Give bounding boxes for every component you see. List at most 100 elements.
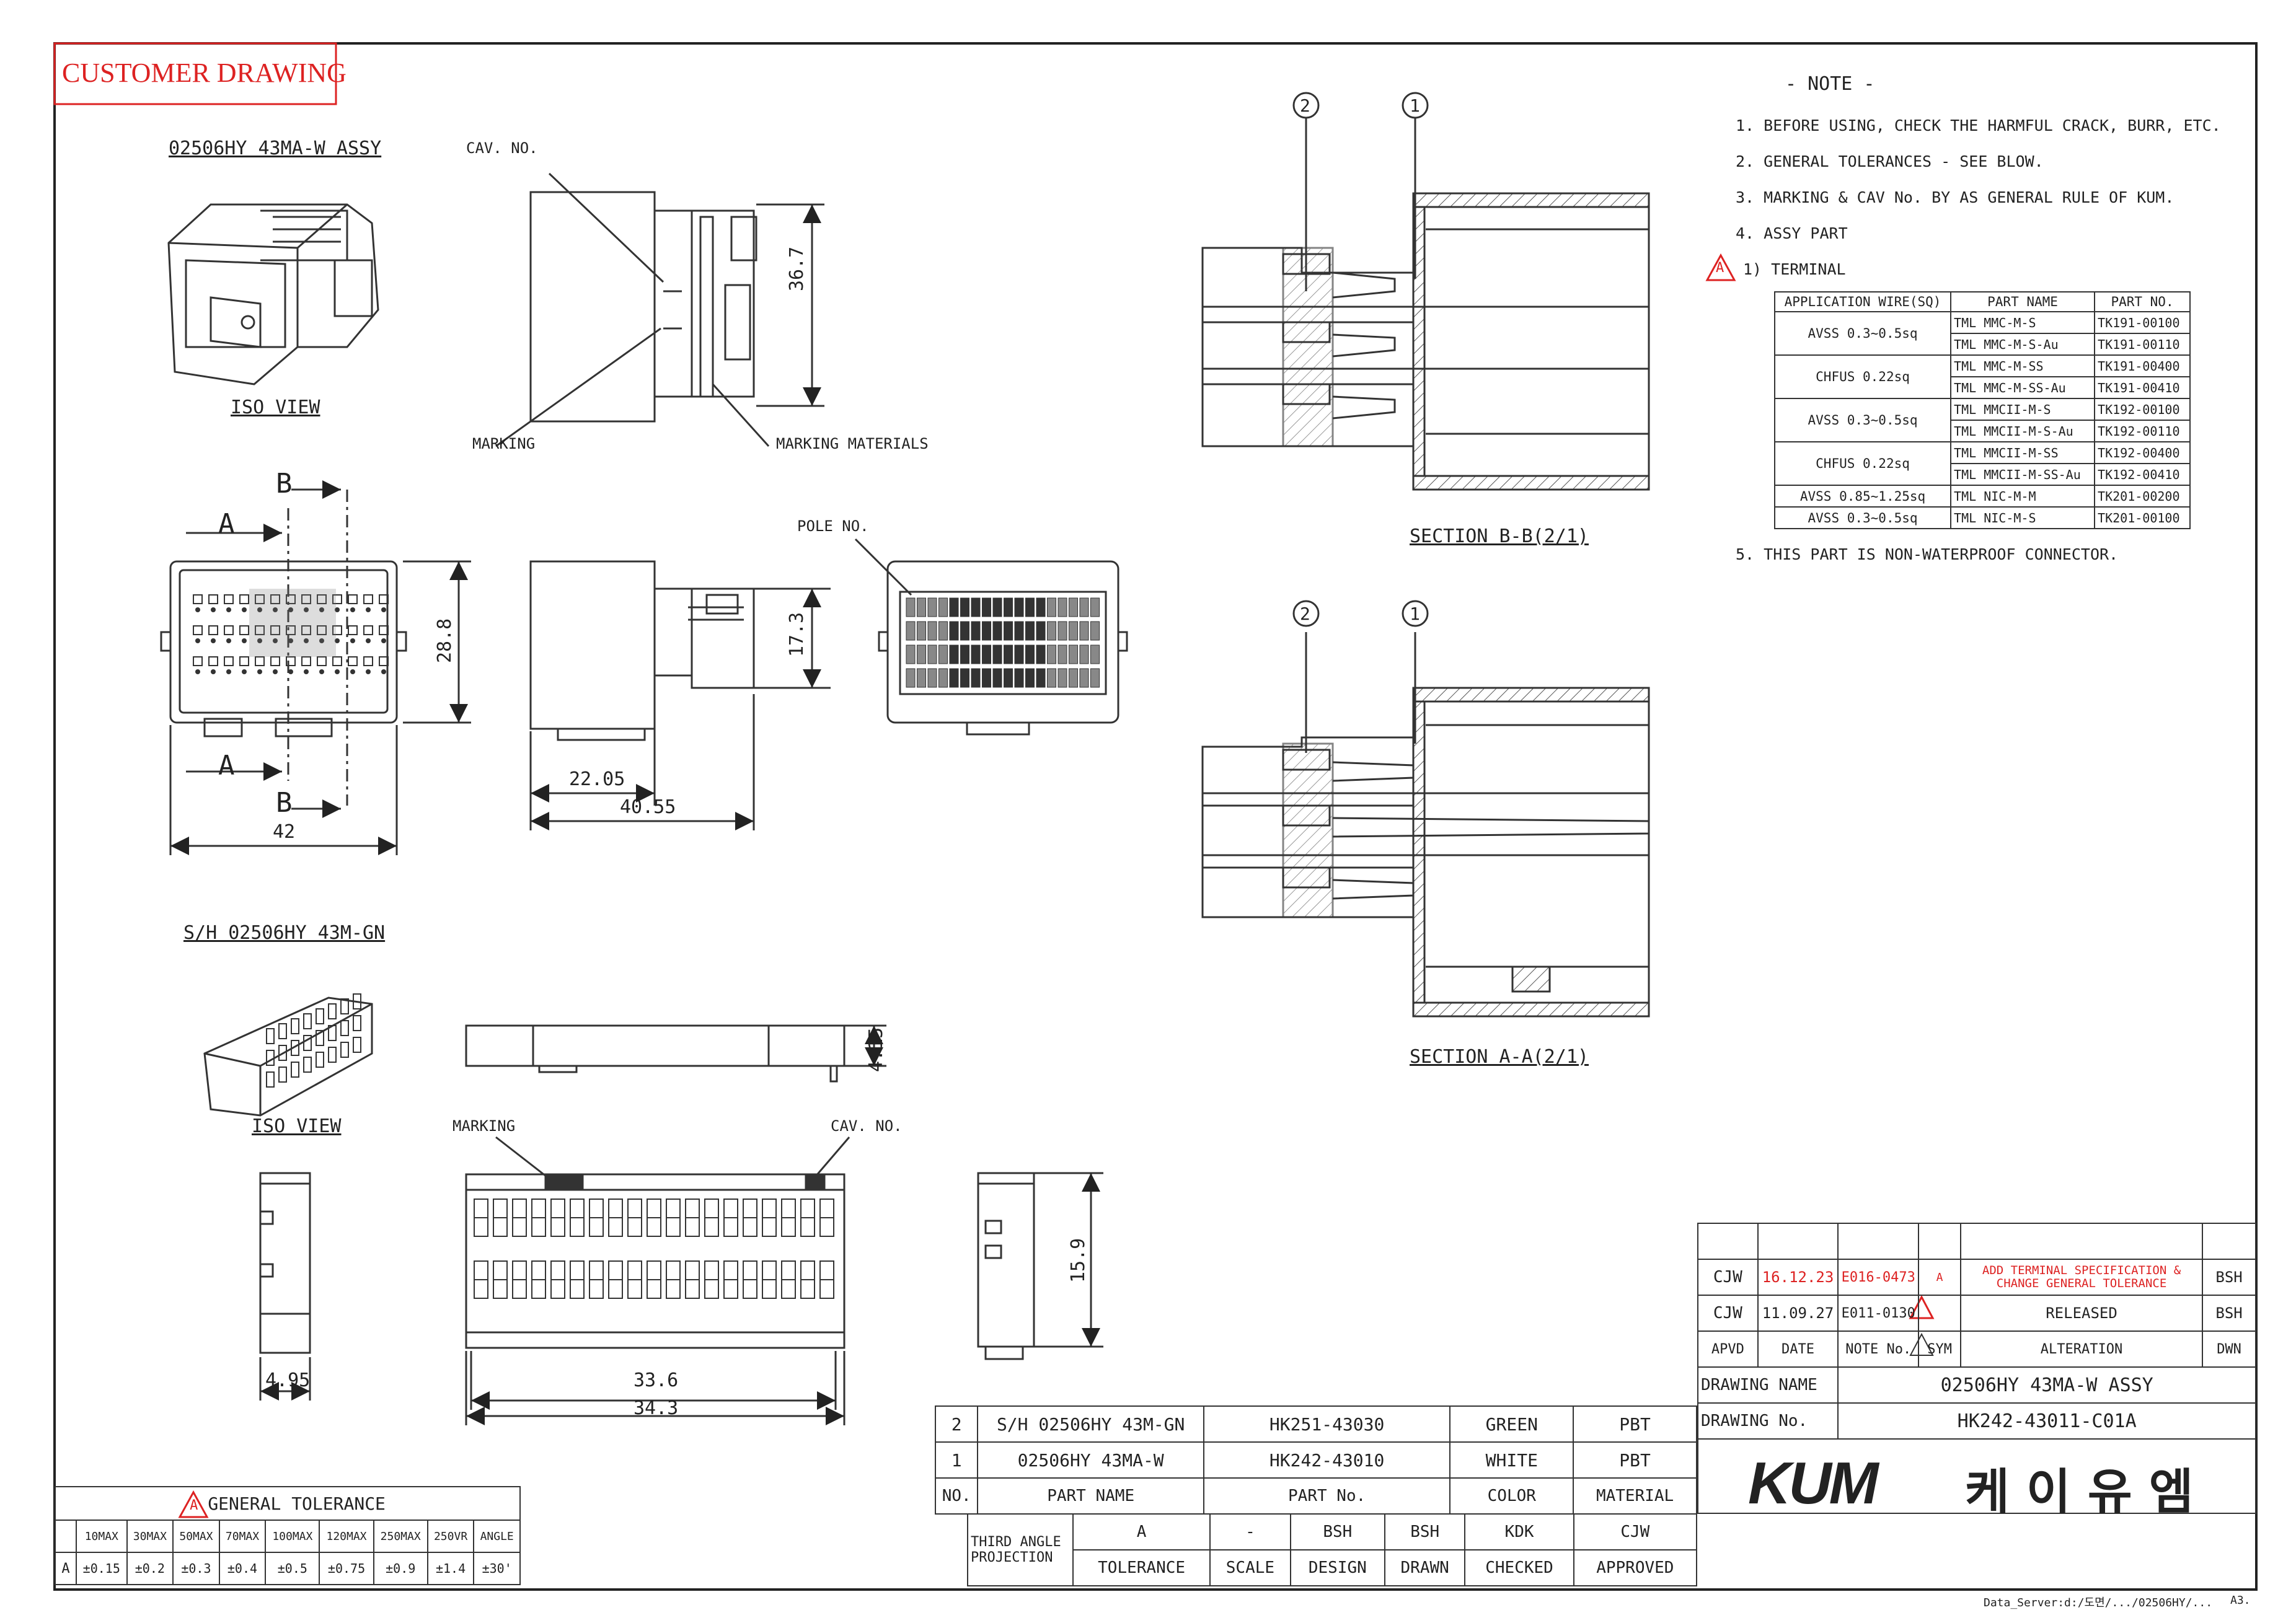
rev1-note: E016-0473 <box>1837 1259 1920 1296</box>
sh-iso-cell <box>278 1045 287 1061</box>
bom-partno-2: HK251-43030 <box>1203 1405 1451 1443</box>
balloons <box>1292 92 1429 627</box>
rev-header-sym: SYM <box>1918 1331 1961 1368</box>
terminal-part-name: TML NIC-M-S <box>1950 506 2096 529</box>
pin-point <box>242 638 247 643</box>
sh-title: S/H 02506HY 43M-GN <box>183 922 386 944</box>
dim-4-95: 4.95 <box>265 1370 311 1391</box>
terminal-part-no: TK191-00410 <box>2094 376 2191 399</box>
bom-header-color: COLOR <box>1449 1477 1574 1515</box>
pole-cavity <box>982 597 991 617</box>
rev1-approved: BSH <box>2202 1259 2256 1296</box>
dim-40-55: 40.55 <box>620 796 676 818</box>
terminal-part-no: TK192-00400 <box>2094 441 2191 464</box>
checked-value: KDK <box>1464 1513 1574 1550</box>
pole-cavity <box>982 621 991 641</box>
cav-no-label: CAV. NO. <box>466 139 538 157</box>
section-aa-label: SECTION A-A(2/1) <box>1410 1046 1589 1068</box>
balloon-1-aa: 1 <box>1410 604 1420 624</box>
note-4: 4. ASSY PART <box>1736 224 1848 242</box>
pole-cavity <box>1014 597 1024 617</box>
rev0-date: 11.09.27 <box>1757 1295 1839 1332</box>
note-3: 3. MARKING & CAV No. BY AS GENERAL RULE … <box>1736 188 2175 206</box>
bom-header-name: PART NAME <box>977 1477 1204 1515</box>
pin-point <box>211 607 216 612</box>
dim-15-9: 15.9 <box>1067 1238 1089 1283</box>
pole-cavity <box>1014 621 1024 641</box>
rev1-by: CJW <box>1697 1259 1759 1296</box>
approved-value: CJW <box>1573 1513 1698 1550</box>
pin-block-center <box>249 589 336 657</box>
rev1-alteration: ADD TERMINAL SPECIFICATION & CHANGE GENE… <box>1959 1259 2204 1296</box>
pole-cavity <box>1047 644 1056 664</box>
terminal-part-name: TML MMCII-M-S <box>1950 398 2096 421</box>
sh-front-view <box>465 1136 850 1425</box>
pole-cavity <box>1025 668 1035 688</box>
pin-cavity <box>363 594 373 604</box>
pin-point <box>195 669 200 674</box>
terminal-wire: AVSS 0.85~1.25sq <box>1773 485 1952 508</box>
pole-cavity <box>1057 668 1067 688</box>
pin-point <box>195 638 200 643</box>
pin-point <box>257 669 262 674</box>
pin-cavity <box>270 625 280 635</box>
pole-cavity <box>992 644 1002 664</box>
dim-28-8: 28.8 <box>434 618 456 663</box>
pole-cavity <box>949 644 959 664</box>
pole-cavity <box>949 597 959 617</box>
note-1: 1. BEFORE USING, CHECK THE HARMFUL CRACK… <box>1736 117 2221 134</box>
pole-cavity <box>1004 597 1013 617</box>
checked-label: CHECKED <box>1464 1549 1574 1586</box>
tolerance-row-label: A <box>55 1552 77 1585</box>
bom-name-1: 02506HY 43MA-W <box>977 1441 1204 1479</box>
sh-iso-cell <box>266 1050 275 1066</box>
section-aa-view <box>1201 632 1650 1018</box>
sh-iso-cell <box>353 1037 361 1053</box>
sh-iso-cell <box>291 1040 299 1056</box>
pole-cavity <box>1047 668 1056 688</box>
pin-cavity <box>270 594 280 604</box>
pole-cavity <box>1036 597 1046 617</box>
sh-iso-cell <box>316 1008 324 1024</box>
sh-iso-view-label: ISO VIEW <box>252 1115 342 1137</box>
tolerance-value: ±0.9 <box>373 1552 428 1585</box>
pin-cavity <box>208 594 218 604</box>
sh-iso-cell <box>278 1023 287 1039</box>
section-marker-a-bottom: A <box>218 750 235 781</box>
tolerance-range: 10MAX <box>76 1520 128 1553</box>
pin-point <box>226 669 231 674</box>
pole-cavity <box>938 621 948 641</box>
bom-header-partno: PART No. <box>1203 1477 1451 1515</box>
terminal-part-no: TK201-00100 <box>2094 506 2191 529</box>
design-label: DESIGN <box>1289 1549 1385 1586</box>
rev-header-apvd: APVD <box>1697 1331 1759 1368</box>
pin-point <box>350 638 355 643</box>
pole-cavity <box>1036 644 1046 664</box>
pin-point <box>366 638 371 643</box>
terminal-part-no: TK192-00410 <box>2094 463 2191 486</box>
pole-cavity <box>927 597 937 617</box>
pole-cavity <box>938 668 948 688</box>
pin-point <box>257 607 262 612</box>
pin-point <box>381 607 386 612</box>
assy-front-pins <box>193 589 389 674</box>
terminal-wire: AVSS 0.3~0.5sq <box>1773 311 1952 356</box>
pin-point <box>226 607 231 612</box>
bom-header-no: NO. <box>934 1477 979 1515</box>
sh-iso-view <box>203 993 373 1117</box>
footer-sheet: A3. <box>2230 1594 2251 1607</box>
bom-material-2: PBT <box>1573 1405 1697 1443</box>
terminal-wire: CHFUS 0.22sq <box>1773 441 1952 486</box>
sh-iso-cell <box>266 1071 275 1088</box>
marking-label: MARKING <box>472 435 536 452</box>
sh-iso-cell <box>340 1042 349 1058</box>
pole-cavity <box>927 668 937 688</box>
pole-no-label: POLE NO. <box>797 517 869 535</box>
sh-iso-cell <box>353 1015 361 1031</box>
pin-cavity <box>286 625 296 635</box>
pole-cavity <box>949 668 959 688</box>
drawing-frame <box>53 42 2258 1591</box>
pin-point <box>257 638 262 643</box>
pole-cavity <box>1079 668 1089 688</box>
